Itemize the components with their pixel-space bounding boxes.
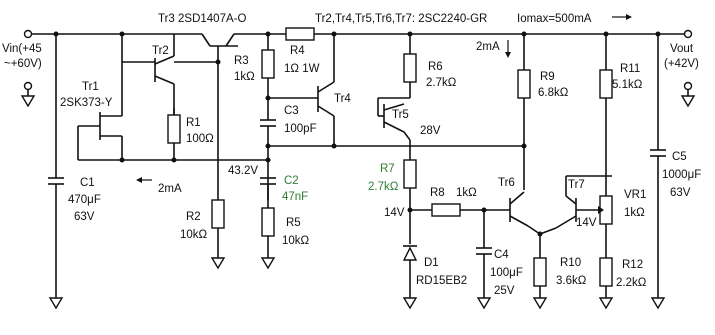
c5-voltage: 63V (670, 187, 691, 199)
zener-d1 (402, 210, 418, 310)
resistor-r4 (285, 27, 315, 41)
capacitor-c2 (260, 177, 276, 200)
transistor-tr7 (539, 175, 612, 235)
resistor-r8 (410, 203, 510, 217)
tr3-header-label: Tr3 2SD1407A-O (158, 13, 246, 25)
vout-label-line2: (+42V) (664, 58, 699, 70)
r12-name: R12 (622, 259, 643, 271)
r12-value: 2.2kΩ (616, 277, 647, 289)
tr1-name: Tr1 (82, 81, 99, 93)
resistor-r9 (517, 31, 531, 190)
r11-name: R11 (620, 63, 640, 75)
capacitor-c1 (48, 31, 64, 310)
resistor-r10 (532, 231, 548, 310)
r1-value: 100Ω (186, 133, 214, 145)
transistor-tr1 (77, 31, 125, 163)
voltage-28: 28V (420, 125, 441, 137)
resistor-r11 (599, 31, 613, 196)
c2-name: C2 (284, 175, 299, 187)
c4-voltage: 25V (494, 285, 515, 297)
r3-name: R3 (234, 55, 249, 67)
current-2ma-top: 2mA (476, 41, 500, 53)
resistor-r6 (403, 31, 417, 98)
r8-name: R8 (430, 187, 445, 199)
r5-name: R5 (286, 217, 301, 229)
r4-value: 1Ω 1W (284, 63, 320, 75)
resistor-r7 (403, 159, 417, 213)
vin-label-line1: Vin(+45 (2, 43, 42, 55)
r6-name: R6 (428, 61, 443, 73)
voltage-14-right: 14V (576, 217, 597, 229)
c5-value: 1000μF (662, 169, 701, 181)
transistor-tr6 (509, 191, 541, 235)
r10-value: 3.6kΩ (556, 275, 587, 287)
resistor-r1 (167, 108, 181, 144)
vin-label-line2: ~+60V) (4, 58, 42, 70)
c5-name: C5 (672, 151, 687, 163)
transistor-tr5 (377, 97, 411, 160)
iomax-label: Iomax=500mA (517, 13, 592, 25)
voltage-14-left: 14V (384, 207, 405, 219)
c3-name: C3 (284, 105, 299, 117)
tr4-name: Tr4 (334, 93, 351, 105)
r11-value: 5.1kΩ (612, 79, 643, 91)
resistor-r2 (210, 199, 226, 270)
transistor-tr4 (268, 31, 337, 146)
tr1-part: 2SK373-Y (60, 97, 113, 109)
r2-value: 10kΩ (180, 229, 208, 241)
current-arrow-left (136, 177, 152, 183)
vin-terminal (20, 29, 36, 108)
transistor-tr3 (174, 33, 238, 200)
transistor-group-label: Tr2,Tr4,Tr5,Tr6,Tr7: 2SC2240-GR (315, 13, 487, 25)
vout-label-line1: Vout (670, 43, 694, 55)
vr1-name: VR1 (624, 189, 646, 201)
resistor-r3 (261, 31, 275, 101)
c2-value: 47nF (282, 191, 308, 203)
tr2-name: Tr2 (152, 45, 169, 57)
vr1-value: 1kΩ (624, 207, 645, 219)
c1-name: C1 (80, 177, 95, 189)
tr7-name: Tr7 (568, 179, 585, 191)
c1-value: 470μF (68, 194, 101, 206)
r4-name: R4 (290, 45, 305, 57)
resistor-r12 (598, 257, 614, 310)
c4-value: 100μF (490, 267, 523, 279)
r9-value: 6.8kΩ (538, 87, 569, 99)
c3-value: 100pF (284, 123, 317, 135)
voltage-43-2: 43.2V (228, 165, 258, 177)
r8-value: 1kΩ (456, 187, 477, 199)
r2-name: R2 (186, 211, 201, 223)
potentiometer-vr1 (598, 195, 613, 258)
tr6-name: Tr6 (498, 177, 515, 189)
d1-part: RD15EB2 (416, 275, 467, 287)
tr5-name: Tr5 (392, 109, 409, 121)
resistor-r5 (260, 200, 276, 270)
feedback-bus (268, 143, 524, 149)
r7-value: 2.7kΩ (368, 181, 399, 193)
vout-terminal (680, 29, 696, 108)
c4-name: C4 (494, 249, 509, 261)
capacitor-c4 (476, 210, 492, 310)
current-2ma-left: 2mA (158, 183, 182, 195)
r5-value: 10kΩ (282, 235, 310, 247)
r9-name: R9 (540, 71, 555, 83)
r1-name: R1 (186, 117, 201, 129)
d1-name: D1 (424, 257, 439, 269)
c1-voltage: 63V (74, 211, 95, 223)
r3-value: 1kΩ (234, 71, 255, 83)
r10-name: R10 (560, 257, 581, 269)
capacitor-c5 (650, 31, 666, 310)
r7-name: R7 (380, 163, 395, 175)
current-arrow-top (505, 40, 511, 58)
r6-value: 2.7kΩ (426, 77, 457, 89)
iomax-arrow (612, 14, 632, 20)
